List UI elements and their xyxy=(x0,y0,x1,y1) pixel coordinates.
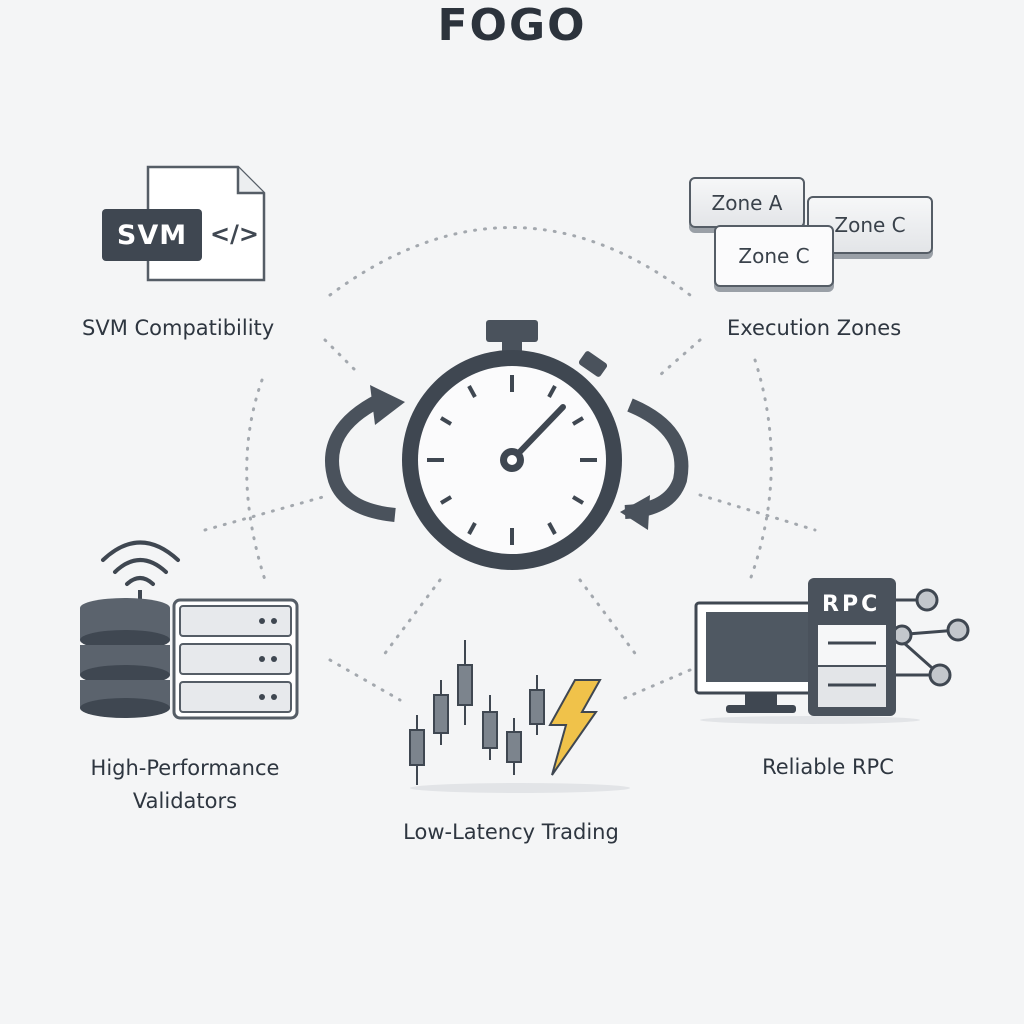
server-database-wifi-icon xyxy=(80,540,299,720)
stopwatch-cycle-icon xyxy=(325,320,689,570)
execution-zones-label: Execution Zones xyxy=(727,316,902,340)
zone-card-1: Zone A xyxy=(689,177,805,228)
low-latency-trading-label: Low-Latency Trading xyxy=(403,820,619,844)
validators-label-line1: High-Performance xyxy=(90,756,280,780)
rpc-tag: RPC xyxy=(822,592,881,617)
validators-label-line2: Validators xyxy=(132,789,238,813)
zone-card-3: Zone C xyxy=(714,225,834,287)
code-brackets-icon: </> xyxy=(210,220,259,248)
reliable-rpc-label: Reliable RPC xyxy=(762,755,894,779)
monitor-rpc-server-icon xyxy=(694,578,970,724)
candlestick-lightning-icon xyxy=(409,640,630,793)
page-title: FOGO xyxy=(437,0,587,51)
svm-tag: SVM xyxy=(102,209,202,261)
svm-compatibility-label: SVM Compatibility xyxy=(82,316,275,340)
dotted-connectors xyxy=(203,226,817,702)
